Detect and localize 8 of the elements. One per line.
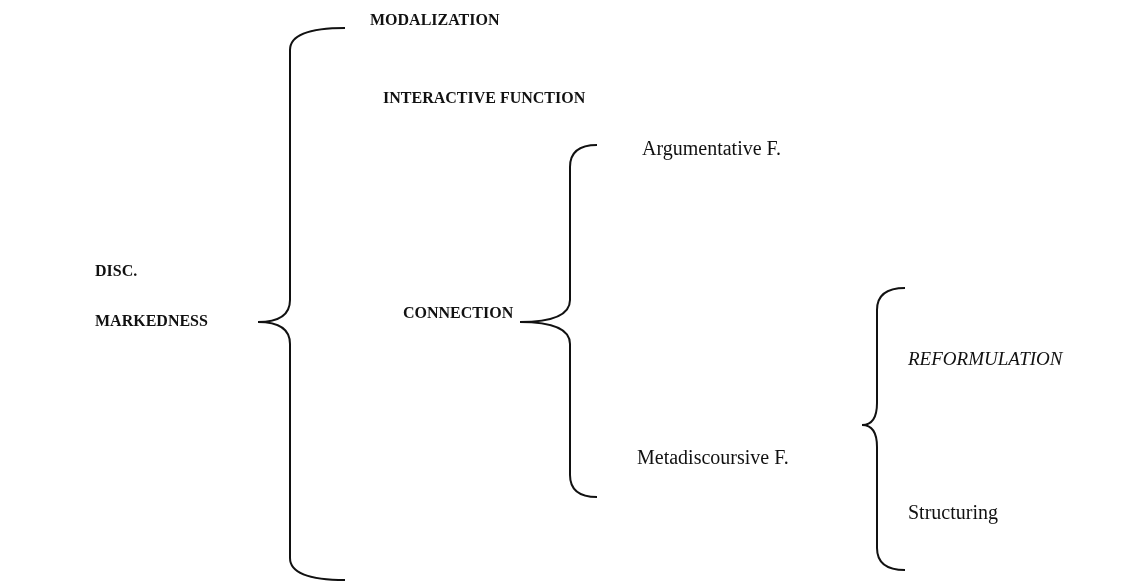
label-text: MODALIZATION: [370, 10, 500, 30]
label-text: DISC. MARKEDNESS: [95, 261, 209, 331]
label-text: Structuring: [908, 500, 998, 524]
label-text: CONNECTION: [403, 303, 514, 323]
label-text: REFORMULATION: [908, 348, 1063, 371]
label-text: INTERACTIVE FUNCTION: [383, 88, 586, 108]
label-text: Metadiscoursive F.: [637, 445, 789, 469]
label-text: Argumentative F.: [642, 136, 782, 160]
